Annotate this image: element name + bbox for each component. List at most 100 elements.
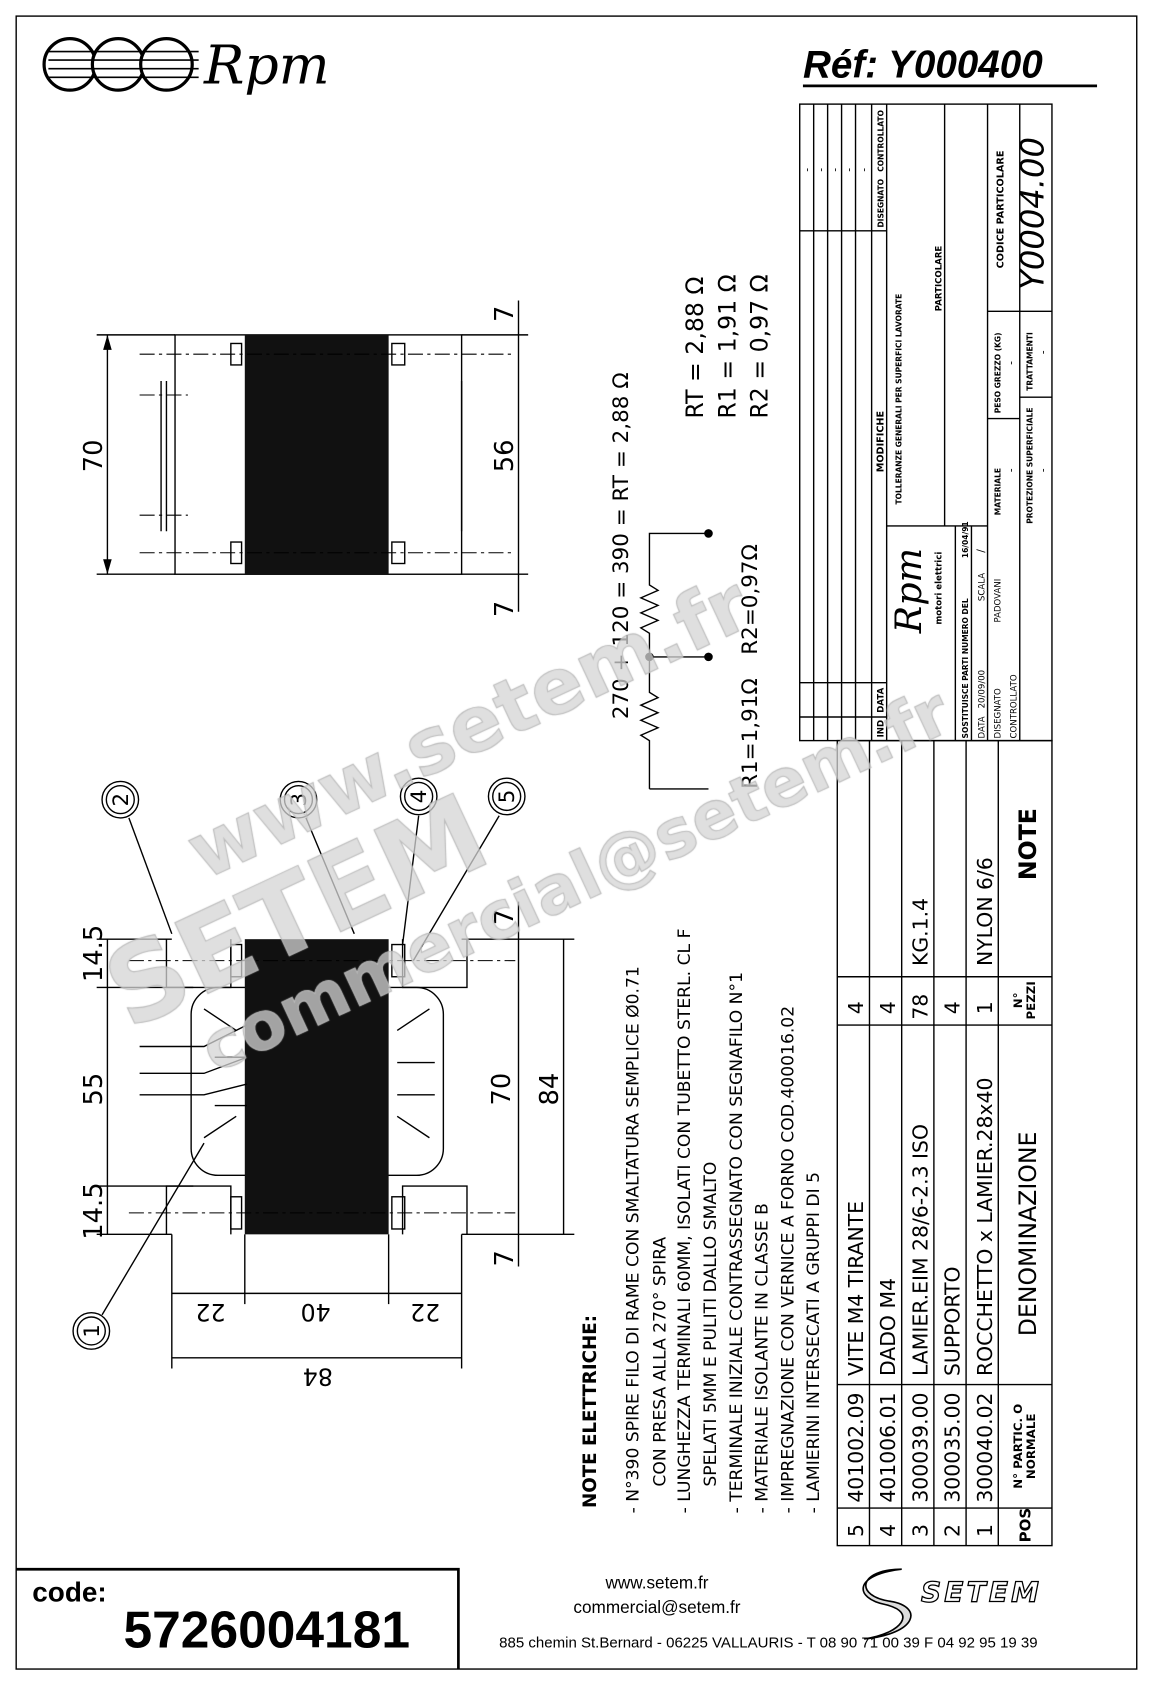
dim-84-horizontal: 84: [303, 1363, 333, 1391]
drawing-text: 2: [109, 793, 134, 807]
callout-4: 4: [399, 777, 438, 945]
header-part-no: N° PARTIC. O NORMALE: [1011, 1403, 1039, 1489]
drawing-text: -: [828, 168, 841, 172]
drawing-text: 4: [407, 790, 432, 804]
drawing-text: TRATTAMENTI: [1026, 332, 1035, 391]
drawing-text: TOLLERANZE GENERALI PER SUPERFICI LAVORA…: [895, 294, 904, 505]
r1-value: R1 = 1,91 Ω: [713, 274, 741, 418]
drawing-text: -: [800, 168, 813, 172]
dim-7-lower: 7: [490, 601, 520, 617]
drawing-text: CONTROLLATO: [1010, 674, 1020, 738]
drawing-text: 78: [908, 994, 932, 1020]
drawing-text: IND: [876, 720, 886, 738]
dim-22-right: 22: [410, 1298, 440, 1326]
drawing-text: 300039.00: [908, 1392, 932, 1502]
circuit-formula: 270 + 120 = 390 = RT = 2,88 Ω: [609, 372, 634, 719]
drawing-text: NYLON 6/6: [973, 857, 997, 966]
drawing-text: POS: [1016, 1508, 1034, 1543]
brand-name: Rpm: [203, 34, 330, 97]
drawing-text: NOTE: [1014, 808, 1042, 880]
drawing-text: DATA: [977, 716, 987, 738]
drawing-text: 401006.01: [876, 1392, 900, 1502]
drawing-text: 4: [844, 1001, 868, 1014]
header-qty: N° PEZZI: [1011, 981, 1039, 1020]
drawing-text: SETEM: [921, 1575, 1042, 1608]
drawing-text: -: [857, 168, 870, 172]
drawing-text: KG.1.4: [908, 898, 932, 966]
drawing-text: 3: [908, 1524, 932, 1537]
code-label: code:: [32, 1576, 106, 1607]
drawing-text: MATERIALE: [993, 468, 1002, 515]
title-block-logo: Rpm: [887, 548, 930, 634]
title-block: IND DATA MODIFICHE DISEGNATO CONTROLLATO…: [799, 103, 1053, 742]
r1-label: R1=1,91Ω: [738, 678, 763, 789]
drawing-text: -: [1037, 468, 1050, 472]
dim-84-vertical: 84: [535, 1073, 565, 1106]
drawing-text: PARTICOLARE: [934, 246, 944, 312]
drawing-text: CODICE PARTICOLARE: [996, 151, 1007, 269]
drawing-text: -: [1037, 350, 1050, 354]
drawing-text: motori elettrici: [934, 552, 944, 625]
drawing-text: 300040.02: [973, 1392, 997, 1502]
drawing-text: 4: [876, 1001, 900, 1014]
note-line: - LUNGHEZZA TERMINALI 60MM, ISOLATI CON …: [675, 929, 695, 1514]
table-row: 1 300040.02 ROCCHETTO x LAMIER.28x40 1 N…: [973, 857, 997, 1537]
dim-7-bottom-lower: 7: [490, 1250, 520, 1266]
note-line: - MATERIALE ISOLANTE IN CLASSE B: [753, 1203, 773, 1513]
note-line: - LAMIERINI INTERSECATI A GRUPPI DI 5: [804, 1172, 824, 1513]
drawing-text: -: [1004, 468, 1017, 472]
drawing-text: 1: [973, 1001, 997, 1014]
note-line: - IMPREGNAZIONE CON VERNICE A FORNO COD.…: [778, 1006, 798, 1514]
email-link[interactable]: commercial@setem.fr: [573, 1597, 740, 1617]
note-line: - TERMINALE INIZIALE CONTRASSEGNATO CON …: [727, 972, 747, 1513]
table-row: 3 300039.00 LAMIER.EIM 28/6-2.3 ISO 78 K…: [908, 898, 932, 1537]
drawing-text: ROCCHETTO x LAMIER.28x40: [973, 1078, 997, 1376]
table-row: 4 401006.01 DADO M4 4: [876, 1001, 900, 1537]
drawing-text: 20/09/00: [977, 670, 987, 709]
parts-table: 5 401002.09 VITE M4 TIRANTE 4 4 401006.0…: [836, 739, 1053, 1547]
dim-7-upper: 7: [490, 306, 520, 322]
code-value: 5726004181: [124, 1601, 411, 1659]
setem-logo-icon: SETEM: [862, 1568, 1042, 1640]
drawing-text: 3: [287, 793, 312, 807]
dim-55: 55: [79, 1073, 109, 1106]
drawing-text: DISEGNATO: [876, 179, 885, 228]
part-code: Y0004.00: [1013, 137, 1051, 290]
top-view: 70 56 7 7: [79, 300, 529, 617]
drawing-text: LAMIER.EIM 28/6-2.3 ISO: [908, 1124, 932, 1376]
note-line: SPELATI 5MM E PULITI DALLO SMALTO: [701, 1162, 721, 1487]
drawing-text: 300035.00: [941, 1392, 965, 1502]
drawing-text: 401002.09: [844, 1392, 868, 1502]
dim-14-5-upper: 14.5: [79, 925, 109, 982]
drawing-text: 5: [495, 790, 520, 804]
drawing-text: DISEGNATO: [993, 688, 1003, 739]
table-row: 5 401002.09 VITE M4 TIRANTE 4: [844, 1001, 868, 1537]
website-link[interactable]: www.setem.fr: [604, 1573, 708, 1593]
dim-40: 40: [301, 1298, 331, 1326]
table-row: 2 300035.00 SUPPORTO 4: [941, 1001, 965, 1537]
dim-70-top: 70: [79, 439, 109, 472]
drawing-text: -: [842, 168, 855, 172]
r2-label: R2=0,97Ω: [738, 544, 763, 655]
dim-70-bottom: 70: [487, 1073, 517, 1106]
dim-7-bottom-upper: 7: [490, 909, 520, 925]
drawing-text: 5: [844, 1524, 868, 1537]
drawing-text: SCALA: [977, 573, 987, 601]
dim-14-5-lower: 14.5: [79, 1182, 109, 1239]
drawing-text: DATA: [876, 687, 886, 712]
drawing-text: 1: [80, 1324, 105, 1338]
drawing-text: -: [814, 168, 827, 172]
page-border: [15, 15, 1138, 1670]
drawing-text: 16/04/91: [961, 521, 970, 558]
rpm-logo: Rpm: [42, 34, 330, 97]
electrical-notes: NOTE ELETTRICHE: - N°390 SPIRE FILO DI R…: [580, 929, 824, 1514]
drawing-text: PADOVANI: [993, 579, 1003, 623]
table-header: POS N° PARTIC. O NORMALE DENOMINAZIONE N…: [1011, 808, 1042, 1543]
drawing-text: CONTROLLATO: [876, 110, 885, 172]
dim-56: 56: [490, 439, 520, 472]
drawing-text: -: [1004, 361, 1017, 365]
drawing-text: 1: [973, 1524, 997, 1537]
callout-1: 1: [72, 1142, 205, 1350]
drawing-text: DADO M4: [876, 1278, 900, 1376]
